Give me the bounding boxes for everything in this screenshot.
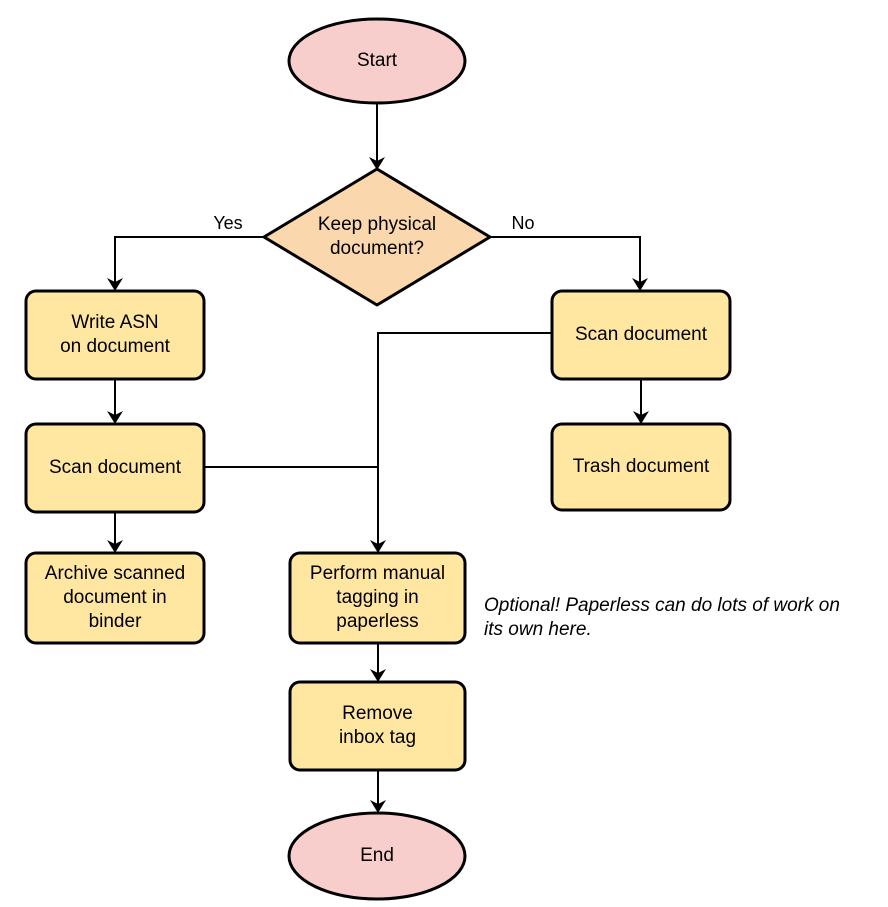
notes-layer: Optional! Paperless can do lots of work … <box>484 595 840 640</box>
node-label-start: Start <box>357 50 398 71</box>
edges-layer: Yes No <box>107 103 649 813</box>
process-shape[interactable] <box>24 551 206 645</box>
node-end[interactable]: End <box>287 811 467 901</box>
decision-shape[interactable] <box>262 167 492 307</box>
node-label-scan-document-left: Scan document <box>49 457 182 478</box>
edge-label-decision-no: No <box>511 213 534 233</box>
process-shape[interactable] <box>288 551 467 645</box>
arrowhead-icon <box>107 540 123 553</box>
arrowhead-icon <box>369 157 385 170</box>
note-optional-note: Optional! Paperless can do lots of work … <box>484 595 840 640</box>
node-label-trash-document: Trash document <box>573 456 710 477</box>
node-trash-document[interactable]: Trash document <box>550 422 732 512</box>
edge-tagging-to-remove-inbox <box>370 643 386 682</box>
arrowhead-icon <box>370 540 386 553</box>
edge-remove-inbox-to-end <box>370 770 386 813</box>
edge-path <box>490 236 641 284</box>
edge-scan-left-to-archive <box>107 512 123 553</box>
arrowhead-icon <box>370 800 386 813</box>
edge-label-decision-yes: Yes <box>213 213 242 233</box>
edge-start-to-decision <box>369 103 385 170</box>
edge-scan-right-to-tagging <box>370 332 552 553</box>
edge-decision-yes: Yes <box>107 213 264 291</box>
node-start[interactable]: Start <box>287 17 467 105</box>
process-shape[interactable] <box>24 289 206 381</box>
node-scan-document-right[interactable]: Scan document <box>550 289 732 381</box>
process-shape[interactable] <box>288 680 467 772</box>
edge-write-asn-to-scan <box>107 379 123 424</box>
terminator-shape[interactable] <box>287 811 467 901</box>
edge-path <box>114 236 264 284</box>
arrowhead-icon <box>107 278 123 291</box>
edge-decision-no: No <box>490 213 648 291</box>
arrowhead-icon <box>633 411 649 424</box>
arrowhead-icon <box>107 411 123 424</box>
arrowhead-icon <box>370 669 386 682</box>
process-shape[interactable] <box>24 422 206 514</box>
edge-path <box>377 332 552 546</box>
node-label-scan-document-right: Scan document <box>575 324 708 345</box>
node-scan-document-left[interactable]: Scan document <box>24 422 206 514</box>
process-shape[interactable] <box>550 422 732 512</box>
node-label-end: End <box>360 845 394 866</box>
process-shape[interactable] <box>550 289 732 381</box>
edge-scan-right-to-trash <box>633 379 649 424</box>
arrowhead-icon <box>632 278 648 291</box>
terminator-shape[interactable] <box>287 17 467 105</box>
